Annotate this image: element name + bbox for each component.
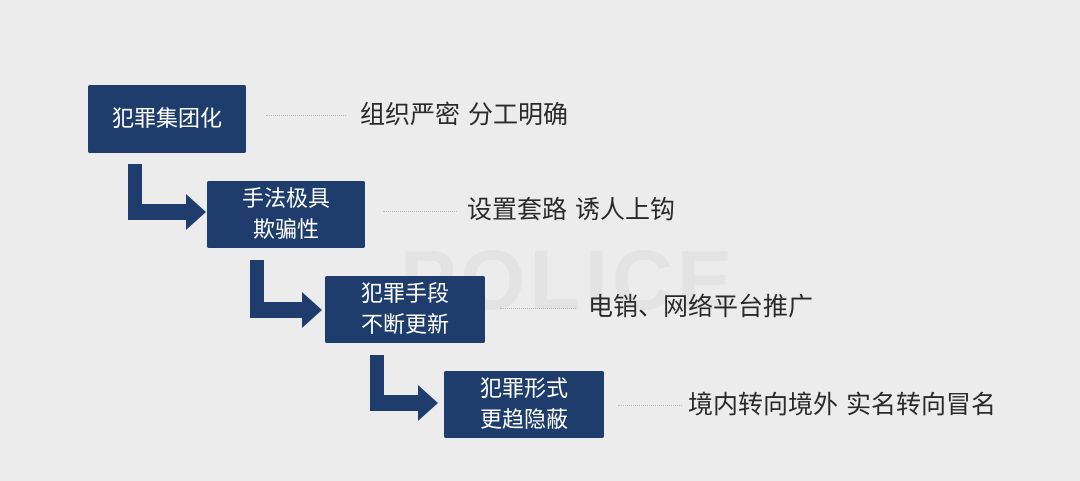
connector-3 (500, 308, 576, 309)
step-2-title-line-2: 欺骗性 (252, 217, 319, 243)
step-2-description: 设置套路 诱人上钩 (467, 195, 675, 224)
connector-2 (383, 211, 457, 212)
step-box-2: 手法极具 欺骗性 (207, 181, 365, 248)
step-box-1: 犯罪集团化 (88, 85, 246, 153)
step-1-title-line-1: 犯罪集团化 (111, 106, 222, 132)
step-arrow-1 (128, 164, 206, 230)
step-box-4: 犯罪形式 更趋隐蔽 (444, 371, 604, 438)
step-3-title-line-1: 犯罪手段 (360, 281, 449, 307)
step-3-description: 电销、网络平台推广 (588, 292, 814, 321)
step-arrow-3 (370, 355, 438, 421)
step-arrow-2 (250, 260, 322, 328)
step-4-title-line-1: 犯罪形式 (479, 376, 568, 402)
connector-1 (266, 115, 346, 116)
step-1-description: 组织严密 分工明确 (360, 100, 568, 129)
step-3-title-line-2: 不断更新 (360, 312, 449, 338)
step-4-description: 境内转向境外 实名转向冒名 (688, 390, 996, 419)
step-2-title-line-1: 手法极具 (241, 186, 330, 212)
connector-4 (618, 405, 682, 406)
step-box-3: 犯罪手段 不断更新 (325, 276, 485, 343)
step-4-title-line-2: 更趋隐蔽 (479, 407, 568, 433)
